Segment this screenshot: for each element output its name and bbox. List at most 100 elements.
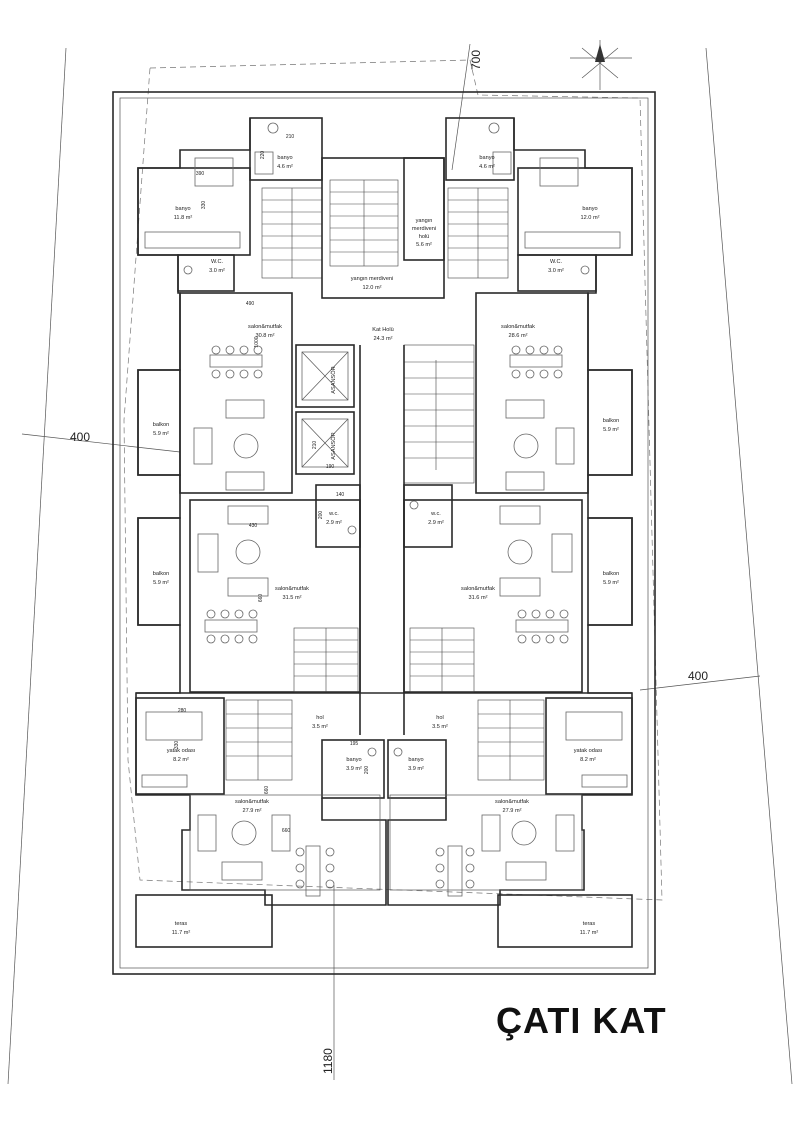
banyo-tr-room [445, 117, 515, 181]
bed-icon [565, 711, 623, 741]
toilet-icon [580, 265, 590, 275]
dimension-line-top [451, 43, 471, 171]
label-teras-r: teras [583, 921, 596, 927]
area-balkon-3: 5.9 m² [153, 580, 169, 586]
bed-icon [145, 711, 203, 741]
dim-top-right: 700 [469, 50, 483, 70]
area-teras-r: 11.7 m² [580, 930, 599, 936]
dim-390: 390 [196, 171, 205, 177]
dim-330b: 330 [174, 741, 180, 750]
wardrobe-icon [524, 231, 621, 249]
label-balkon-4: balkon [603, 571, 619, 577]
balkon-1-room [137, 369, 181, 476]
sofa-set-icon [499, 505, 573, 597]
stair-mid-left [293, 627, 359, 693]
core-stair-right [403, 344, 475, 484]
dim-190: 190 [326, 464, 335, 470]
area-yangin-holu: 5.6 m² [416, 242, 432, 248]
area-yatak-r: 8.2 m² [580, 757, 596, 763]
label-salon-ur: salon&mutfak [501, 324, 535, 330]
area-wc-ur: 3.0 m² [548, 268, 564, 274]
area-banyo-ur: 12.0 m² [581, 215, 600, 221]
label-yangin-holu-2: merdiveni [412, 226, 436, 232]
area-banyo-ul: 11.8 m² [174, 215, 193, 221]
salon-mr-room [403, 499, 583, 693]
outer-frame [112, 91, 656, 975]
label-banyo-ur: banyo [582, 206, 597, 212]
fire-stair [329, 179, 399, 267]
sofa-set-icon [505, 399, 575, 491]
area-banyo-bl: 3.9 m² [346, 766, 362, 772]
dim-200: 200 [318, 511, 324, 520]
label-banyo-br: banyo [408, 757, 423, 763]
sofa-set-icon [193, 399, 265, 491]
label-balkon-3: balkon [153, 571, 169, 577]
wc-mr-room [403, 484, 453, 548]
dimension-line-left [21, 433, 181, 453]
balkon-3-room [137, 517, 181, 626]
area-balkon-1: 5.9 m² [153, 431, 169, 437]
elevator-2 [295, 411, 355, 475]
label-kat-holu: Kat Holü [372, 327, 393, 333]
label-salon-mr: salon&mutfak [461, 586, 495, 592]
yangin-holu-room [403, 157, 445, 261]
stair-lower-left [225, 699, 293, 781]
salon-lr-room [389, 794, 583, 891]
label-hol-l: hol [316, 715, 323, 721]
dining-table-icon [204, 609, 258, 644]
dim-200b: 200 [364, 766, 370, 775]
label-yatak-r: yatak odası [574, 748, 603, 754]
dining-table-icon [509, 345, 563, 379]
wc-ul-room [177, 254, 235, 292]
dining-table-icon [295, 845, 335, 897]
banyo-ur-room [517, 167, 633, 256]
site-boundary-left [7, 47, 67, 1085]
wardrobe-icon [144, 231, 241, 249]
area-yatak-l: 8.2 m² [173, 757, 189, 763]
bed-icon [539, 157, 579, 187]
banyo-br-room [387, 739, 447, 799]
wc-ur-room [517, 254, 597, 292]
area-yangin-merdiveni: 12.0 m² [363, 285, 382, 291]
label-yangin-holu-3: holü [419, 234, 430, 240]
dim-1000: 1000 [254, 336, 260, 347]
area-salon-mr: 31.6 m² [469, 595, 488, 601]
banyo-bl-room [321, 739, 385, 799]
dim-140: 140 [336, 492, 345, 498]
stair-upper-right [447, 187, 509, 279]
area-balkon-4: 5.9 m² [603, 580, 619, 586]
label-asansor-2: ASANSÖR [330, 432, 337, 459]
shower-icon [492, 151, 512, 175]
dining-table-icon [209, 345, 263, 379]
dim-330: 330 [201, 201, 207, 210]
label-banyo-tl: banyo [277, 155, 292, 161]
dim-195: 195 [350, 741, 359, 747]
label-banyo-ul: banyo [175, 206, 190, 212]
dim-left: 400 [70, 430, 90, 444]
toilet-icon [488, 122, 500, 134]
area-banyo-br: 3.9 m² [408, 766, 424, 772]
dim-bottom: 1180 [321, 1048, 335, 1074]
balkon-2-room [587, 369, 633, 476]
stair-lower-right [477, 699, 545, 781]
label-yangin-holu-1: yangın [416, 218, 433, 224]
balkon-4-room [587, 517, 633, 626]
site-boundary-right [705, 47, 793, 1085]
dining-table-icon [515, 609, 569, 644]
dim-210b: 210 [312, 441, 318, 450]
label-wc-mr: w.c. [430, 511, 441, 517]
toilet-icon [183, 265, 193, 275]
label-balkon-1: balkon [153, 422, 169, 428]
sofa-set-icon [481, 814, 575, 881]
salon-ur-room [475, 292, 589, 494]
dim-430: 430 [249, 523, 258, 529]
dim-220: 220 [260, 151, 266, 160]
label-salon-ml: salon&mutfak [275, 586, 309, 592]
label-wc-ur: W.C. [550, 259, 563, 265]
area-wc-mr: 2.9 m² [428, 520, 444, 526]
area-hol-l: 3.5 m² [312, 724, 328, 730]
area-hol-r: 3.5 m² [432, 724, 448, 730]
drawing-title: ÇATI KAT [496, 1000, 667, 1041]
teras-r-room [497, 894, 633, 948]
area-banyo-tr: 4.6 m² [479, 164, 495, 170]
